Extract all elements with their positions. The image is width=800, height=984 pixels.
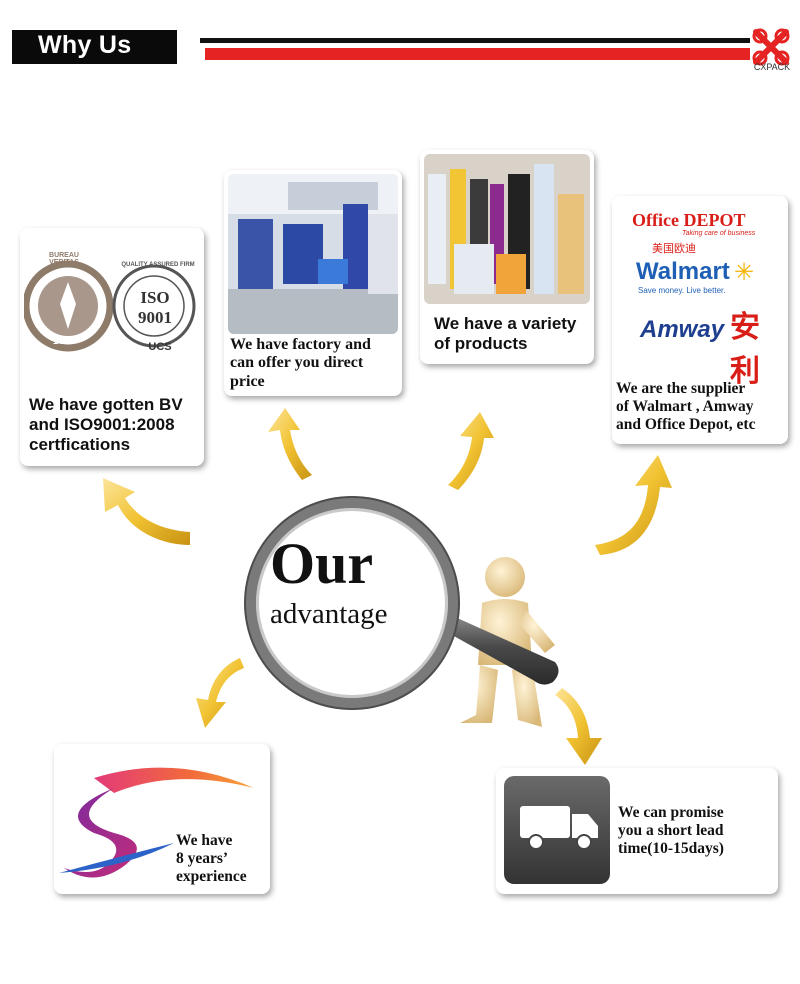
caption-line: experience <box>176 867 247 885</box>
caption-line: you a short lead <box>618 821 724 839</box>
caption-line: time(10-15days) <box>618 839 724 857</box>
truck-icon <box>520 806 598 850</box>
arrow-to-factory-icon <box>268 408 312 480</box>
caption-line: of Walmart , Amway <box>616 397 754 415</box>
bv-ring-text: BUREAU VERITAS <box>49 252 79 266</box>
bv-year: 1828 <box>52 336 76 347</box>
walmart-logo: Walmart <box>636 258 730 285</box>
experience-caption: We have 8 years’ experience <box>176 832 247 885</box>
products-caption: We have a variety of products <box>434 314 576 354</box>
arrow-to-products-icon <box>448 412 494 490</box>
magnifier-handle <box>425 608 559 685</box>
caption-line: We have gotten BV <box>29 395 183 414</box>
certification-caption: We have gotten BV and ISO9001:2008 certf… <box>29 395 183 455</box>
bv-iso-logos <box>24 260 196 352</box>
logo-text: CXPACK <box>753 62 791 72</box>
header-rule-red <box>205 48 750 60</box>
card-certification: 1828 BUREAU VERITAS QUALITY ASSURED FIRM… <box>20 228 204 466</box>
arrow-to-experience-icon <box>196 658 244 728</box>
ucs-text: UCS <box>148 341 172 353</box>
supplier-caption: We are the supplier of Walmart , Amway a… <box>616 380 755 433</box>
caption-line: We are the supplier <box>616 380 746 397</box>
header-rule-black <box>200 38 750 43</box>
office-depot-logo: Office DEPOT <box>632 210 746 230</box>
caption-line: We have factory and <box>230 336 371 353</box>
iso-9001-text: 9001 <box>138 308 172 327</box>
arrow-to-certification-icon <box>103 478 190 545</box>
card-leadtime: We can promise you a short lead time(10-… <box>496 768 778 894</box>
caption-line: We have a variety <box>434 314 577 333</box>
amway-logo: Amway <box>640 316 725 343</box>
caption-line: price <box>230 372 265 390</box>
iso-text: ISO <box>140 288 170 307</box>
factory-caption: We have factory and can offer you direct… <box>230 336 371 391</box>
center-subtitle: advantage <box>270 598 388 630</box>
walmart-spark-icon: ✳ <box>734 259 755 286</box>
caption-line: of products <box>434 334 528 354</box>
iso-ring-text: QUALITY ASSURED FIRM <box>121 262 195 268</box>
factory-photo <box>228 174 398 334</box>
caption-line: We can promise <box>618 804 724 821</box>
caption-line: certfications <box>29 435 131 455</box>
card-experience: We have 8 years’ experience <box>54 744 270 894</box>
card-factory: We have factory and can offer you direct… <box>224 170 402 396</box>
office-depot-cn: 美国欧迪 <box>652 243 696 255</box>
caption-line: can offer you direct <box>230 354 364 372</box>
card-supplier: Office DEPOT Taking care of business 美国欧… <box>612 196 788 444</box>
caption-line: We have <box>176 832 233 849</box>
arrow-to-supplier-icon <box>595 455 672 555</box>
amway-cn-logo: 安利 <box>730 311 760 388</box>
caption-line: and Office Depot, etc <box>616 415 756 433</box>
leadtime-caption: We can promise you a short lead time(10-… <box>618 804 724 857</box>
caption-line: 8 years’ <box>176 849 229 867</box>
center-title: Our <box>270 531 374 596</box>
cxpack-logo <box>752 28 790 66</box>
page-title: Why Us <box>38 31 132 59</box>
walmart-tagline: Save money. Live better. <box>638 286 726 295</box>
caption-line: and ISO9001:2008 <box>29 415 175 435</box>
products-photo <box>424 154 590 304</box>
swoosh-logo <box>59 767 254 878</box>
magnifier-lens <box>246 498 458 708</box>
arrow-to-leadtime-icon <box>555 688 602 765</box>
header-title-bar <box>12 30 177 64</box>
office-depot-tagline: Taking care of business <box>682 230 756 237</box>
card-products: We have a variety of products <box>420 150 594 364</box>
